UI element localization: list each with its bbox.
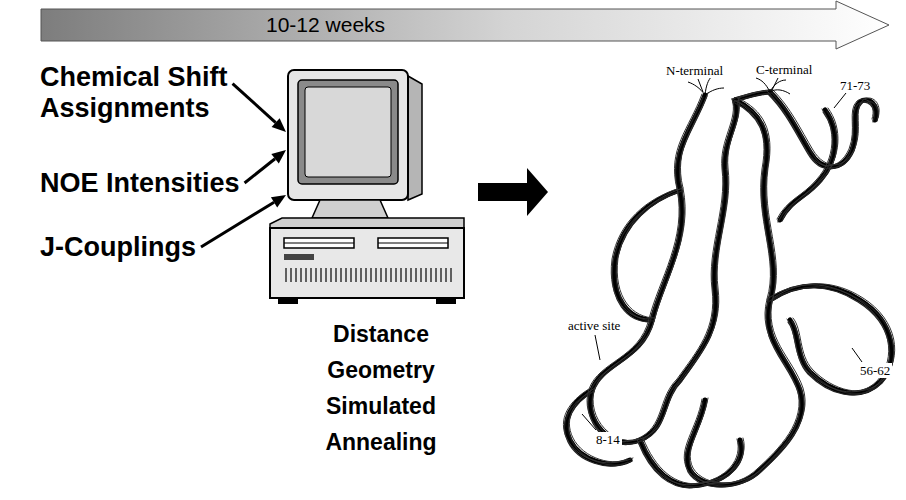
timeline-arrow: 10-12 weeks — [40, 0, 890, 50]
leader-arrows — [582, 78, 862, 430]
input-label-text: J-Couplings — [40, 232, 196, 262]
arrow-shaft — [201, 202, 274, 247]
result-arrow — [478, 168, 548, 216]
terminal-fray — [688, 76, 790, 95]
arrow-head — [272, 118, 286, 132]
input-arrow — [233, 84, 286, 132]
structure-annotation: N-terminal — [664, 63, 725, 78]
input-label-text: Chemical Shift Assignments — [40, 62, 228, 123]
structure-ensemble — [563, 90, 894, 488]
computer-icon — [268, 68, 468, 308]
method-label: Distance Geometry Simulated Annealing — [298, 316, 464, 460]
structure-annotation: 71-73 — [838, 78, 872, 93]
computer-node: Distance Geometry Simulated Annealing — [268, 68, 468, 460]
input-label-text: NOE Intensities — [40, 168, 240, 198]
structure-annotation: 8-14 — [594, 432, 622, 447]
timeline-arrow-shape — [40, 0, 890, 50]
arrow-head — [271, 195, 286, 207]
input-label: Chemical Shift Assignments — [40, 62, 310, 124]
input-label: NOE Intensities — [40, 168, 310, 199]
arrow-shaft — [233, 84, 276, 123]
structure-annotation: active site — [566, 318, 622, 333]
structure-annotation: 56-62 — [858, 363, 892, 378]
timeline-label: 10-12 weeks — [266, 13, 385, 37]
arrow-shaft — [245, 159, 276, 183]
arrow-head — [271, 150, 286, 163]
input-arrow — [245, 150, 286, 183]
structure-annotation: C-terminal — [754, 62, 814, 77]
